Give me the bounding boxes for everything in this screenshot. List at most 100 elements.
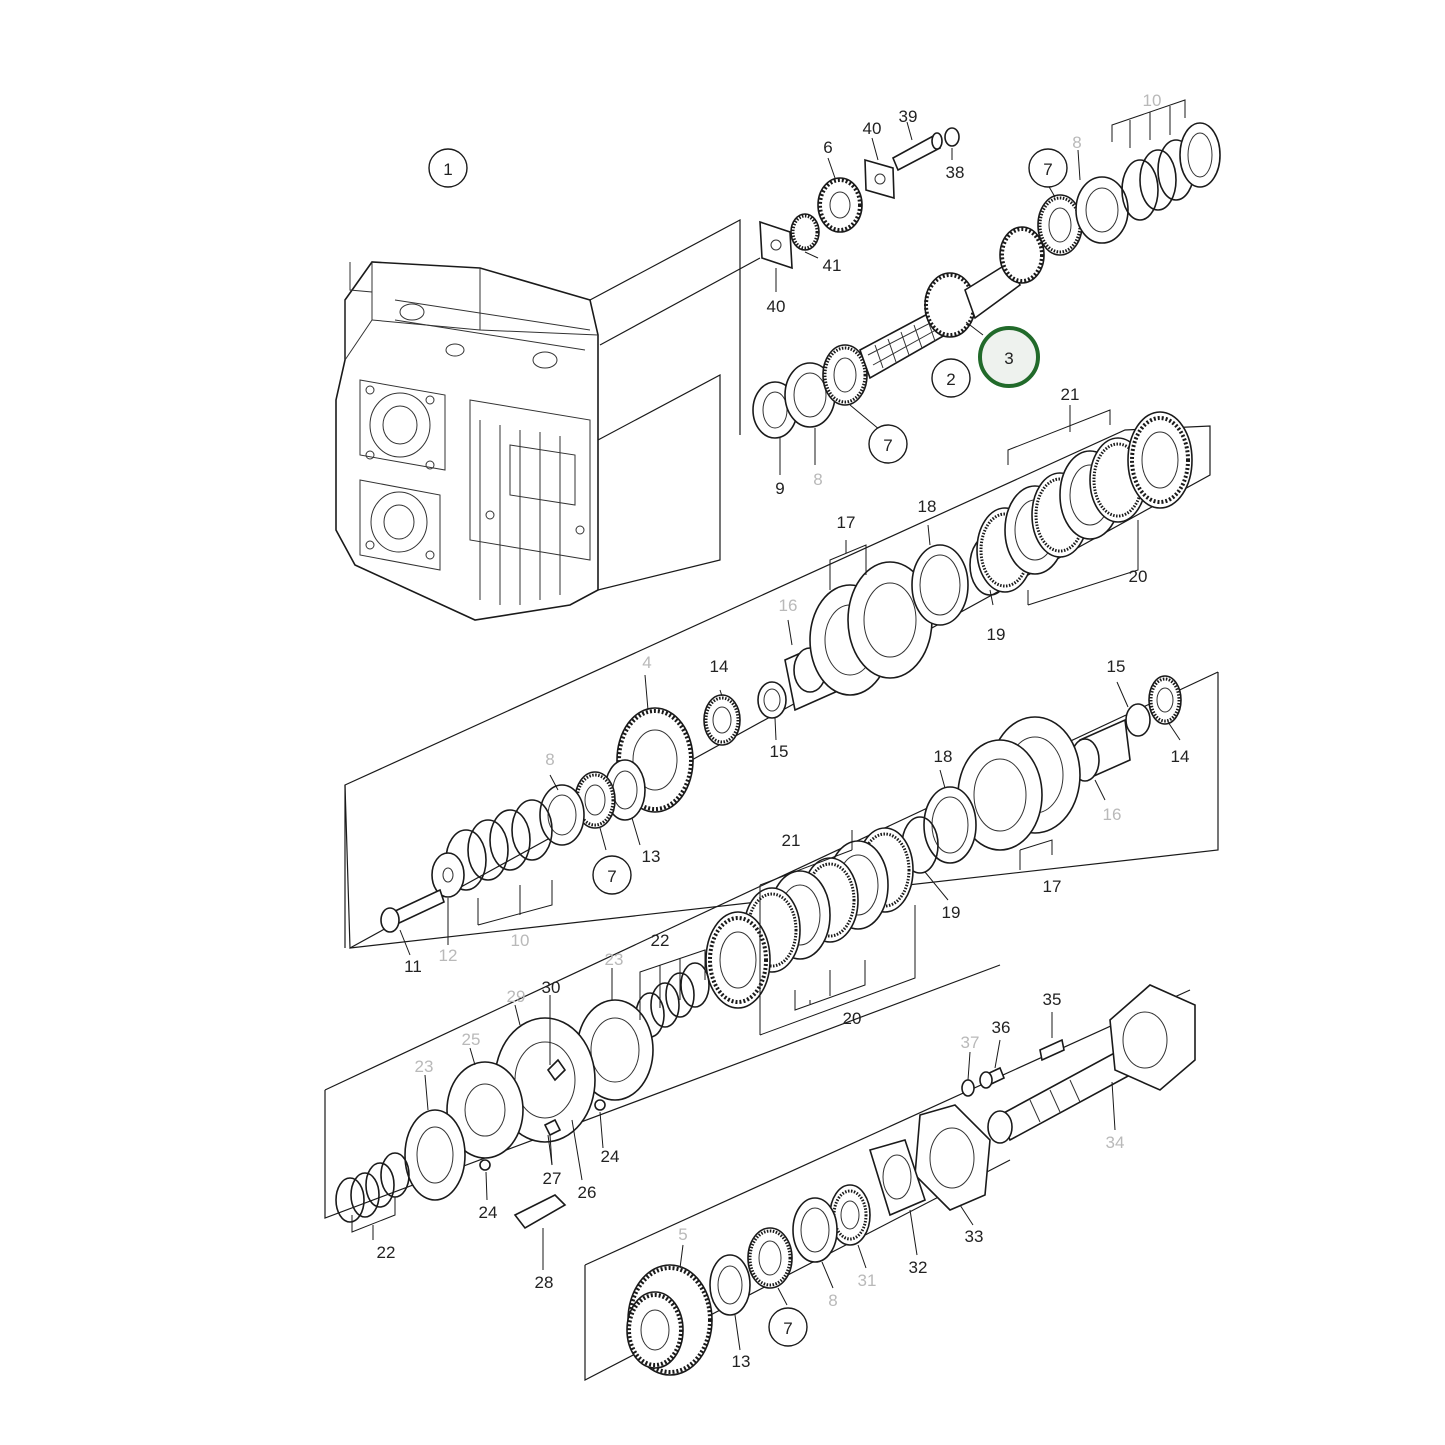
label-22a: 22 xyxy=(651,931,670,950)
label-20b: 20 xyxy=(843,1009,862,1028)
label-19a: 19 xyxy=(987,625,1006,644)
label-7a: 7 xyxy=(1043,160,1052,179)
label-14b: 14 xyxy=(1171,747,1190,766)
part-10-spring-stack-top[interactable] xyxy=(1121,122,1221,221)
label-4: 4 xyxy=(642,653,651,672)
label-8d: 8 xyxy=(828,1291,837,1310)
part-14-needle-bearing-right[interactable] xyxy=(1148,675,1182,725)
part-8-bearing-race-bottom[interactable] xyxy=(792,1197,838,1263)
part-17-clutch-disc-pair[interactable] xyxy=(809,561,933,696)
part-36-bolt[interactable] xyxy=(979,1066,1006,1089)
label-1: 1 xyxy=(443,160,452,179)
part-24-ball-left[interactable] xyxy=(479,1159,491,1171)
part-3-gear-shaft[interactable] xyxy=(924,226,1045,338)
part-8-bearing-race-top[interactable] xyxy=(1075,176,1129,244)
label-2: 2 xyxy=(946,370,955,389)
label-11: 11 xyxy=(404,957,422,976)
label-9: 9 xyxy=(775,479,784,498)
part-15-spacer-right[interactable] xyxy=(1125,703,1151,737)
part-6-gear[interactable] xyxy=(817,177,863,233)
part-7-roller-bearing-mid[interactable] xyxy=(574,771,616,829)
part-28-clip[interactable] xyxy=(513,1194,567,1230)
label-16b: 16 xyxy=(1103,805,1122,824)
part-8-bearing-race-mid[interactable] xyxy=(539,784,585,846)
part-15-spacer[interactable] xyxy=(757,681,787,719)
part-11-bolt[interactable] xyxy=(380,888,445,933)
part-7-roller-bearing[interactable] xyxy=(822,344,868,406)
label-15a: 15 xyxy=(770,742,789,761)
label-40a: 40 xyxy=(863,119,882,138)
label-20a: 20 xyxy=(1129,567,1148,586)
part-40-plate[interactable] xyxy=(759,220,793,270)
label-7b: 7 xyxy=(883,436,892,455)
part-13-washer-bottom[interactable] xyxy=(709,1254,751,1316)
part-38-o-ring[interactable] xyxy=(944,127,960,147)
part-labels: 1 2 3 4 5 6 7 7 7 7 8 8 8 8 9 10 10 11 1… xyxy=(377,91,1190,1371)
part-14-needle-bearing[interactable] xyxy=(703,694,741,746)
part-33-cover-plate[interactable] xyxy=(914,1104,991,1211)
label-10b: 10 xyxy=(511,931,530,950)
part-34-output-shaft[interactable] xyxy=(987,984,1196,1144)
label-19b: 19 xyxy=(942,903,961,922)
label-38: 38 xyxy=(946,163,965,182)
label-36: 36 xyxy=(992,1018,1011,1037)
part-32-gasket[interactable] xyxy=(868,1139,926,1217)
label-26: 26 xyxy=(578,1183,597,1202)
label-29: 29 xyxy=(507,987,526,1006)
part-7-roller-bearing-bottom[interactable] xyxy=(747,1227,793,1289)
label-23b: 23 xyxy=(415,1057,434,1076)
label-40b: 40 xyxy=(767,297,786,316)
label-18b: 18 xyxy=(934,747,953,766)
label-24b: 24 xyxy=(479,1203,498,1222)
part-5-gear[interactable] xyxy=(626,1264,713,1376)
label-22b: 22 xyxy=(377,1243,396,1262)
label-35: 35 xyxy=(1043,990,1062,1009)
callout-circles xyxy=(428,148,1068,1347)
part-10-spring-stack-mid[interactable] xyxy=(445,799,553,891)
label-25: 25 xyxy=(462,1030,481,1049)
label-28: 28 xyxy=(535,1273,554,1292)
highlight-ring-part-3[interactable] xyxy=(978,326,1040,388)
part-24-ball[interactable] xyxy=(594,1099,606,1111)
label-6: 6 xyxy=(823,138,832,157)
label-13a: 13 xyxy=(642,847,661,866)
label-18a: 18 xyxy=(918,497,937,516)
label-15b: 15 xyxy=(1107,657,1126,676)
gearbox-housing[interactable] xyxy=(335,261,599,621)
part-25-hub-plate[interactable] xyxy=(446,1061,524,1159)
label-33: 33 xyxy=(965,1227,984,1246)
label-34: 34 xyxy=(1106,1133,1125,1152)
part-23-retainer-lower[interactable] xyxy=(404,1109,466,1201)
label-17b: 17 xyxy=(1043,877,1062,896)
part-17-clutch-disc-pair-right[interactable] xyxy=(957,716,1081,851)
label-8a: 8 xyxy=(1072,133,1081,152)
part-35-key[interactable] xyxy=(1039,1038,1065,1062)
part-20-21-friction-discs-right[interactable] xyxy=(705,827,914,1009)
part-22-spring-stack-lower[interactable] xyxy=(335,1152,410,1223)
label-23a: 23 xyxy=(605,950,624,969)
label-21a: 21 xyxy=(1061,385,1080,404)
part-16-hub-right[interactable] xyxy=(1070,718,1131,782)
label-32: 32 xyxy=(909,1258,928,1277)
label-30: 30 xyxy=(542,978,561,997)
label-21b: 21 xyxy=(782,831,801,850)
part-18-ring[interactable] xyxy=(911,544,969,626)
label-39: 39 xyxy=(899,107,918,126)
label-7d: 7 xyxy=(783,1319,792,1338)
part-7-roller-bearing-top[interactable] xyxy=(1037,194,1083,256)
part-39-pin[interactable] xyxy=(891,132,943,172)
part-30-pin[interactable] xyxy=(546,1058,567,1082)
label-8b: 8 xyxy=(813,470,822,489)
part-41-needle-bearing[interactable] xyxy=(790,213,820,251)
label-12: 12 xyxy=(439,946,458,965)
part-20-21-friction-discs[interactable] xyxy=(976,411,1193,593)
label-13b: 13 xyxy=(732,1352,751,1371)
label-10a: 10 xyxy=(1143,91,1162,110)
part-37-washer[interactable] xyxy=(961,1079,975,1097)
part-40-plate-upper[interactable] xyxy=(864,158,895,200)
label-14a: 14 xyxy=(710,657,729,676)
label-37: 37 xyxy=(961,1033,980,1052)
part-12-cap[interactable] xyxy=(431,852,465,898)
label-5: 5 xyxy=(678,1225,687,1244)
label-3: 3 xyxy=(1004,349,1013,368)
